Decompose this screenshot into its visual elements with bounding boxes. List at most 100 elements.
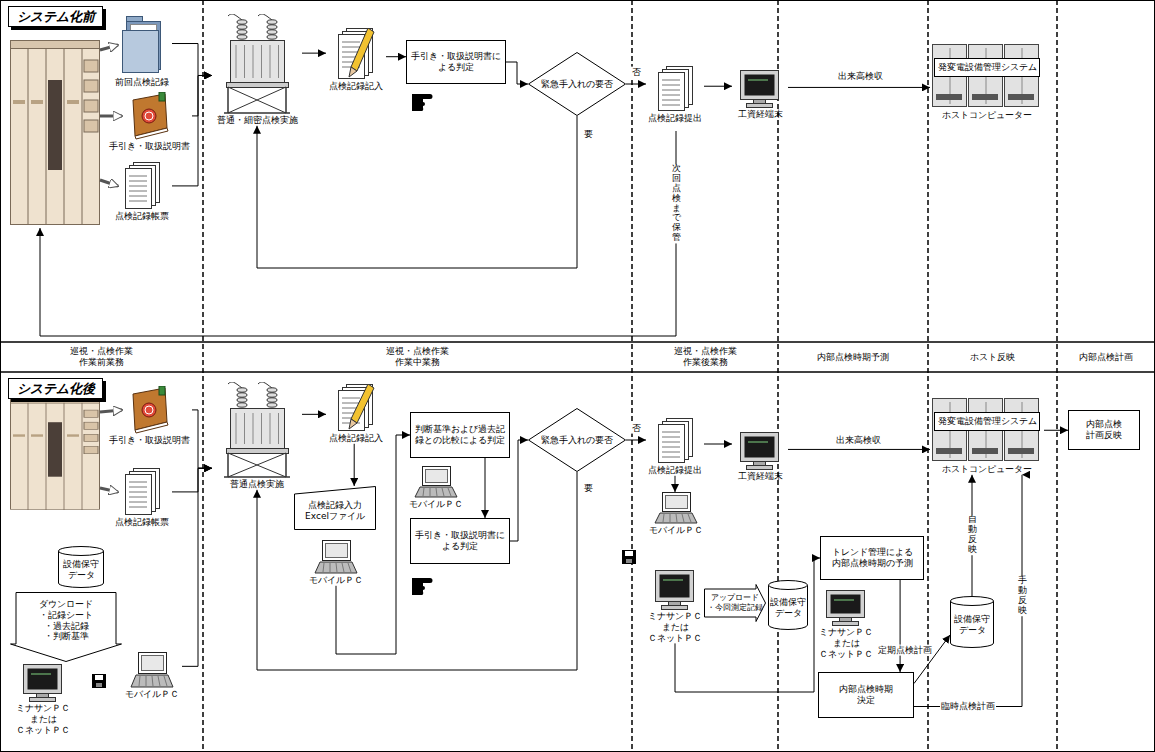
page-line (129, 507, 147, 508)
key-row (670, 514, 671, 522)
text-area: アップロード・今回測定記録 (704, 584, 766, 622)
page-line (662, 457, 680, 458)
text-area: 設備保守 データ (950, 596, 994, 648)
icon-group (133, 386, 168, 433)
monitor (827, 591, 865, 618)
cabinet-arrow (100, 45, 118, 50)
icon-group (24, 665, 62, 702)
keyboard (833, 622, 859, 626)
icon-graphic (112, 162, 172, 210)
column-header: ホスト反映 (969, 352, 1016, 363)
icon-group (655, 493, 697, 524)
node-text: 普通・細密点検実施 (212, 115, 302, 126)
key-row (436, 488, 437, 496)
node-text: ミナサンＰＣ または ＣネットＰＣ (8, 703, 78, 735)
page-line (662, 85, 680, 86)
page-line (129, 497, 147, 498)
database-cylinder: 設備保守 データ (768, 580, 808, 630)
screen (745, 437, 775, 458)
record-entry: 点検記録記入 (326, 28, 386, 92)
icon-graphic (326, 384, 386, 432)
node-text: モバイルＰＣ (646, 525, 706, 536)
page-line (129, 201, 147, 202)
node-text: モバイルＰＣ (122, 689, 182, 700)
icon-graphic (212, 14, 302, 114)
page-line (342, 398, 360, 399)
icon-graphic (122, 652, 182, 688)
page (659, 425, 685, 463)
column-divider (1056, 0, 1058, 752)
text-area: 内部点検時期 決定 (818, 672, 914, 718)
edge-label: 否 (631, 67, 642, 78)
node-text: 手引き・取扱説明書に よる判定 (409, 51, 503, 73)
page-line (129, 502, 147, 503)
cooling-fin (278, 45, 279, 78)
column-header: 巡視・点検作業 作業前業務 (64, 346, 138, 368)
box-outline (407, 41, 506, 84)
book-seal (142, 109, 156, 123)
laptop-screen (423, 467, 451, 486)
frame-base (224, 476, 290, 478)
laptop-base (131, 675, 173, 687)
screen (28, 669, 58, 690)
monitor (24, 665, 62, 694)
page (126, 475, 152, 515)
rack-slot (972, 94, 998, 100)
frame-base (224, 112, 290, 114)
connector (626, 84, 646, 85)
node-text: ホストコンピューター (930, 464, 1044, 475)
icon-graphic (106, 386, 192, 434)
screen-line (31, 674, 51, 675)
icon-graphic (326, 28, 386, 80)
line-note: 次回点検まで保管 (671, 164, 682, 243)
storage-return-line (40, 131, 676, 336)
document-stack: 点検記録帳票 (112, 468, 172, 528)
text-area: 緊急手入れの要否 (528, 52, 626, 116)
icon-graphic (106, 92, 192, 140)
connector (192, 410, 212, 468)
icon-group (659, 419, 693, 463)
frame-brace (228, 453, 286, 477)
frame-beam (227, 449, 289, 454)
key-row (336, 563, 337, 572)
cylinder-body (59, 551, 104, 588)
node-text: 点検記録帳票 (112, 211, 172, 222)
laptop-base (315, 562, 357, 573)
key-row (323, 563, 324, 572)
connector (704, 86, 732, 87)
page (659, 73, 685, 111)
node-text: 工資経端末 (732, 471, 788, 482)
laptop-base (655, 513, 697, 523)
connector (302, 414, 326, 415)
title-outline (9, 7, 103, 27)
process-box: 手引き・取扱説明書に よる判定 (410, 518, 510, 564)
node-text: 手引き・取扱説明書 (106, 141, 192, 152)
book-seal-ring (145, 112, 153, 120)
laptop-screen (139, 653, 167, 674)
title-outline (9, 379, 103, 399)
input-outline (295, 487, 376, 530)
book-tag (159, 386, 165, 395)
cooling-fin (261, 413, 262, 444)
page-line (662, 437, 680, 438)
stand (754, 462, 766, 466)
text-area: 設備保守 データ (58, 546, 104, 588)
node-text: 点検記録記入 (326, 81, 386, 92)
cabinet-arrow (100, 488, 118, 492)
edge-label: 要 (583, 129, 594, 140)
book-pages (135, 128, 168, 139)
connector (354, 444, 355, 486)
process-box: 内部点検時期 決定 (818, 672, 914, 718)
bushing (237, 393, 247, 397)
bushing (267, 403, 277, 407)
icon-group (659, 67, 693, 111)
bushing (237, 25, 247, 29)
node-text: ・過去記録 (44, 621, 89, 632)
desktop-pc: ミナサンＰＣ または ＣネットＰＣ (646, 570, 704, 643)
mobile-pc: モバイルＰＣ (406, 466, 466, 510)
connector (626, 440, 646, 441)
cylinder-top (59, 547, 104, 556)
bushing (267, 388, 277, 392)
cooling-fin (270, 45, 271, 78)
